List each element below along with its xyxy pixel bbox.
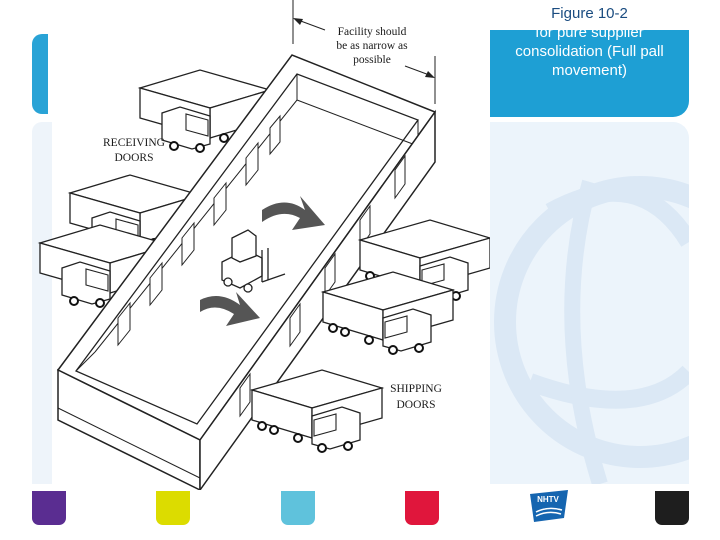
swatch-cyan bbox=[281, 491, 315, 525]
flow-arrow-lower bbox=[200, 292, 260, 326]
facility-note-line-1: Facility should bbox=[338, 26, 407, 38]
facility-note-line-2: be as narrow as bbox=[336, 40, 408, 52]
nhtv-logo: NHTV bbox=[530, 490, 568, 522]
swatch-purple bbox=[32, 491, 66, 525]
receiving-label-line-2: DOORS bbox=[115, 152, 154, 164]
forklift bbox=[221, 229, 286, 293]
decorative-left-panel bbox=[32, 122, 52, 484]
title-line-1: Figure 10-2 bbox=[551, 5, 628, 22]
decorative-left-bar bbox=[32, 34, 48, 114]
cross-dock-diagram: Facility should be as narrow as possible bbox=[39, 0, 490, 490]
flow-arrow-upper bbox=[262, 196, 325, 230]
swatch-yellow bbox=[156, 491, 190, 525]
logo-text: NHTV bbox=[537, 495, 559, 504]
receiving-label-line-1: RECEIVING bbox=[103, 137, 165, 149]
globe-watermark bbox=[494, 176, 689, 484]
shipping-label-line-2: DOORS bbox=[397, 399, 436, 411]
slide-title: Figure 10-2 for pure supplier consolidat… bbox=[490, 4, 689, 80]
facility-note-line-3: possible bbox=[353, 54, 391, 66]
title-box bbox=[490, 30, 689, 117]
decorative-right-panel bbox=[490, 122, 689, 484]
shipping-label-line-1: SHIPPING bbox=[390, 383, 442, 395]
title-line-4: movement) bbox=[551, 62, 628, 79]
swatch-black bbox=[655, 491, 689, 525]
swatch-red bbox=[405, 491, 439, 525]
title-line-2: for pure supplier bbox=[535, 24, 644, 41]
title-line-3: consolidation (Full pall bbox=[515, 43, 664, 60]
